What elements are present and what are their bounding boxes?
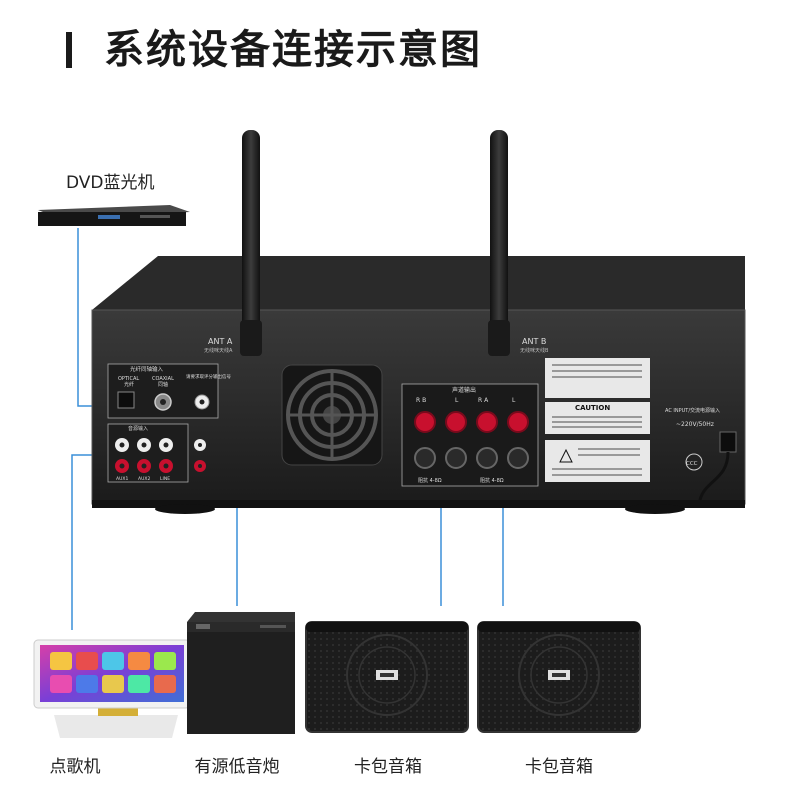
svg-text:无线咪天线A: 无线咪天线A bbox=[204, 347, 233, 354]
optical-port bbox=[117, 391, 135, 409]
svg-text:CAUTION: CAUTION bbox=[575, 404, 610, 412]
svg-text:R A: R A bbox=[478, 397, 489, 404]
warning-labels: CAUTION bbox=[545, 358, 650, 482]
amplifier: ANT A 无线咪天线A ANT B 无线咪天线B 光纤同轴输入 OPTICAL… bbox=[91, 130, 746, 514]
speaker1-label: 卡包音箱 bbox=[354, 757, 422, 777]
svg-text:L: L bbox=[512, 397, 516, 404]
svg-text:请要求取评分输出信号: 请要求取评分输出信号 bbox=[186, 373, 231, 380]
page-title: 系统设备连接示意图 bbox=[104, 27, 482, 73]
terminal-lb-neg bbox=[445, 447, 467, 469]
subwoofer bbox=[187, 612, 295, 734]
speaker2-label: 卡包音箱 bbox=[525, 757, 593, 777]
terminal-la-pos bbox=[507, 411, 529, 433]
svg-text:~220V/50Hz: ~220V/50Hz bbox=[676, 421, 714, 428]
karaoke-machine bbox=[33, 639, 191, 738]
cooling-fan bbox=[281, 364, 383, 466]
antenna-b bbox=[490, 130, 508, 330]
svg-text:音源输入: 音源输入 bbox=[128, 425, 148, 432]
terminal-ra-neg bbox=[476, 447, 498, 469]
speaker-output-panel: 声道输出 R B L R A L 阻抗 4-8Ω 阻抗 4-8Ω bbox=[401, 383, 539, 487]
svg-text:同轴: 同轴 bbox=[158, 381, 168, 388]
subwoofer-label: 有源低音炮 bbox=[194, 757, 280, 777]
dvd-player-label: DVD蓝光机 bbox=[66, 173, 155, 193]
dvd-player bbox=[38, 205, 190, 226]
terminal-rb-pos bbox=[414, 411, 436, 433]
svg-text:AUX1: AUX1 bbox=[116, 476, 128, 482]
terminal-la-neg bbox=[507, 447, 529, 469]
terminal-lb-pos bbox=[445, 411, 467, 433]
svg-text:CCC: CCC bbox=[686, 461, 698, 467]
svg-text:LINE: LINE bbox=[160, 476, 170, 482]
svg-text:无线咪天线B: 无线咪天线B bbox=[520, 347, 549, 354]
karaoke-machine-label: 点歌机 bbox=[49, 757, 101, 777]
karaoke-speaker-2 bbox=[477, 621, 641, 733]
karaoke-speaker-1 bbox=[305, 621, 469, 733]
svg-text:声道输出: 声道输出 bbox=[452, 386, 476, 394]
foot-right bbox=[625, 504, 685, 514]
svg-text:光纤同轴输入: 光纤同轴输入 bbox=[130, 365, 164, 373]
foot-left bbox=[155, 504, 215, 514]
terminal-rb-neg bbox=[414, 447, 436, 469]
svg-text:阻抗 4-8Ω: 阻抗 4-8Ω bbox=[480, 477, 504, 484]
audio-input-panel: 音源输入 AUX1 AUX2 LINE bbox=[107, 423, 206, 483]
svg-text:光纤: 光纤 bbox=[124, 381, 134, 388]
terminal-ra-pos bbox=[476, 411, 498, 433]
optical-coaxial-panel: 光纤同轴输入 OPTICAL 光纤 COAXIAL 同轴 请要求取评分输出信号 bbox=[107, 363, 231, 419]
svg-text:AUX2: AUX2 bbox=[138, 476, 150, 482]
ant-b-label: ANT B bbox=[522, 337, 546, 346]
ant-a-label: ANT A bbox=[208, 337, 233, 346]
antenna-a bbox=[242, 130, 260, 330]
svg-text:阻抗 4-8Ω: 阻抗 4-8Ω bbox=[418, 477, 442, 484]
svg-text:R B: R B bbox=[416, 397, 426, 404]
title-accent-bar bbox=[66, 32, 72, 68]
svg-text:AC INPUT/交流电源输入: AC INPUT/交流电源输入 bbox=[665, 407, 720, 414]
svg-text:COAXIAL: COAXIAL bbox=[152, 376, 174, 382]
svg-text:L: L bbox=[455, 397, 459, 404]
ac-input: AC INPUT/交流电源输入 ~220V/50Hz CCC bbox=[665, 407, 737, 501]
svg-text:OPTICAL: OPTICAL bbox=[118, 376, 139, 382]
